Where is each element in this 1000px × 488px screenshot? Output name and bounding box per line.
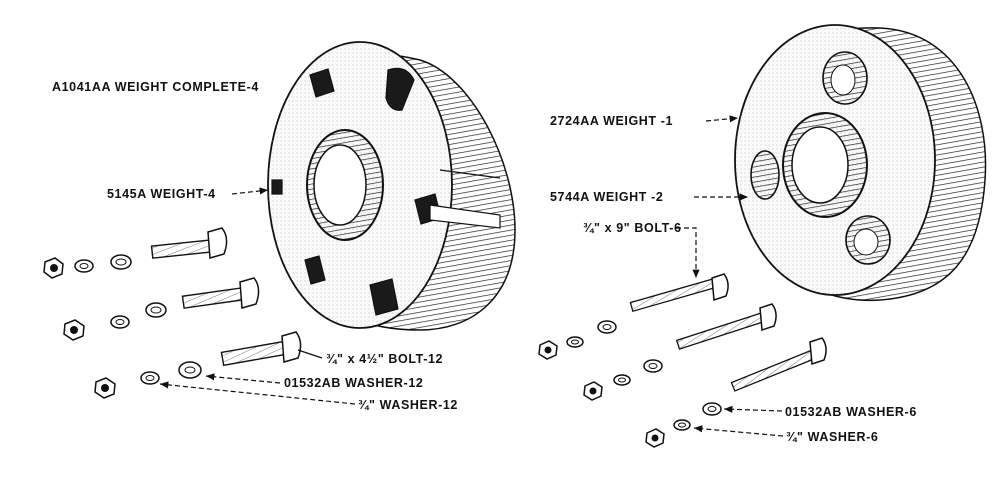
left-bolt-label: ¾" x 4½" BOLT-12 <box>326 352 443 366</box>
left-washer-b-label: ¾" WASHER-12 <box>358 398 458 412</box>
right-weight-1-label: 2724AA WEIGHT -1 <box>550 114 673 128</box>
bolt <box>181 277 260 309</box>
weight-key-holes <box>750 51 891 265</box>
nut <box>538 340 558 360</box>
left-assembly-title: A1041AA WEIGHT COMPLETE-4 <box>52 80 259 94</box>
right-weight-2-label: 5744A WEIGHT -2 <box>550 190 663 204</box>
leader-line <box>231 187 269 195</box>
nut <box>583 381 603 401</box>
nut <box>63 319 85 341</box>
leader-line <box>723 405 783 413</box>
leader-line <box>159 381 356 405</box>
right-bolt-label: ¾" x 9" BOLT-6 <box>583 221 682 235</box>
left-washer-a-label: 01532AB WASHER-12 <box>284 376 423 390</box>
leader-line <box>676 227 700 278</box>
weight-slots <box>271 67 442 316</box>
right-washer-b-label: ¾" WASHER-6 <box>786 430 878 444</box>
leader-line <box>705 115 739 123</box>
nut <box>43 257 64 279</box>
nut <box>645 428 665 448</box>
nut <box>94 377 116 399</box>
bolt <box>629 273 729 313</box>
left-hardware <box>43 227 302 399</box>
leader-line <box>693 425 784 437</box>
right-washer-a-label: 01532AB WASHER-6 <box>785 405 917 419</box>
leader-line <box>205 373 281 384</box>
leader-line <box>297 349 323 359</box>
bolt <box>730 337 827 392</box>
right-weight <box>734 24 987 302</box>
bolt <box>150 227 228 259</box>
left-weight <box>267 41 516 331</box>
bolt <box>220 331 302 367</box>
right-hardware <box>538 273 827 448</box>
left-weight-label: 5145A WEIGHT-4 <box>107 187 216 201</box>
bolt <box>675 303 777 350</box>
